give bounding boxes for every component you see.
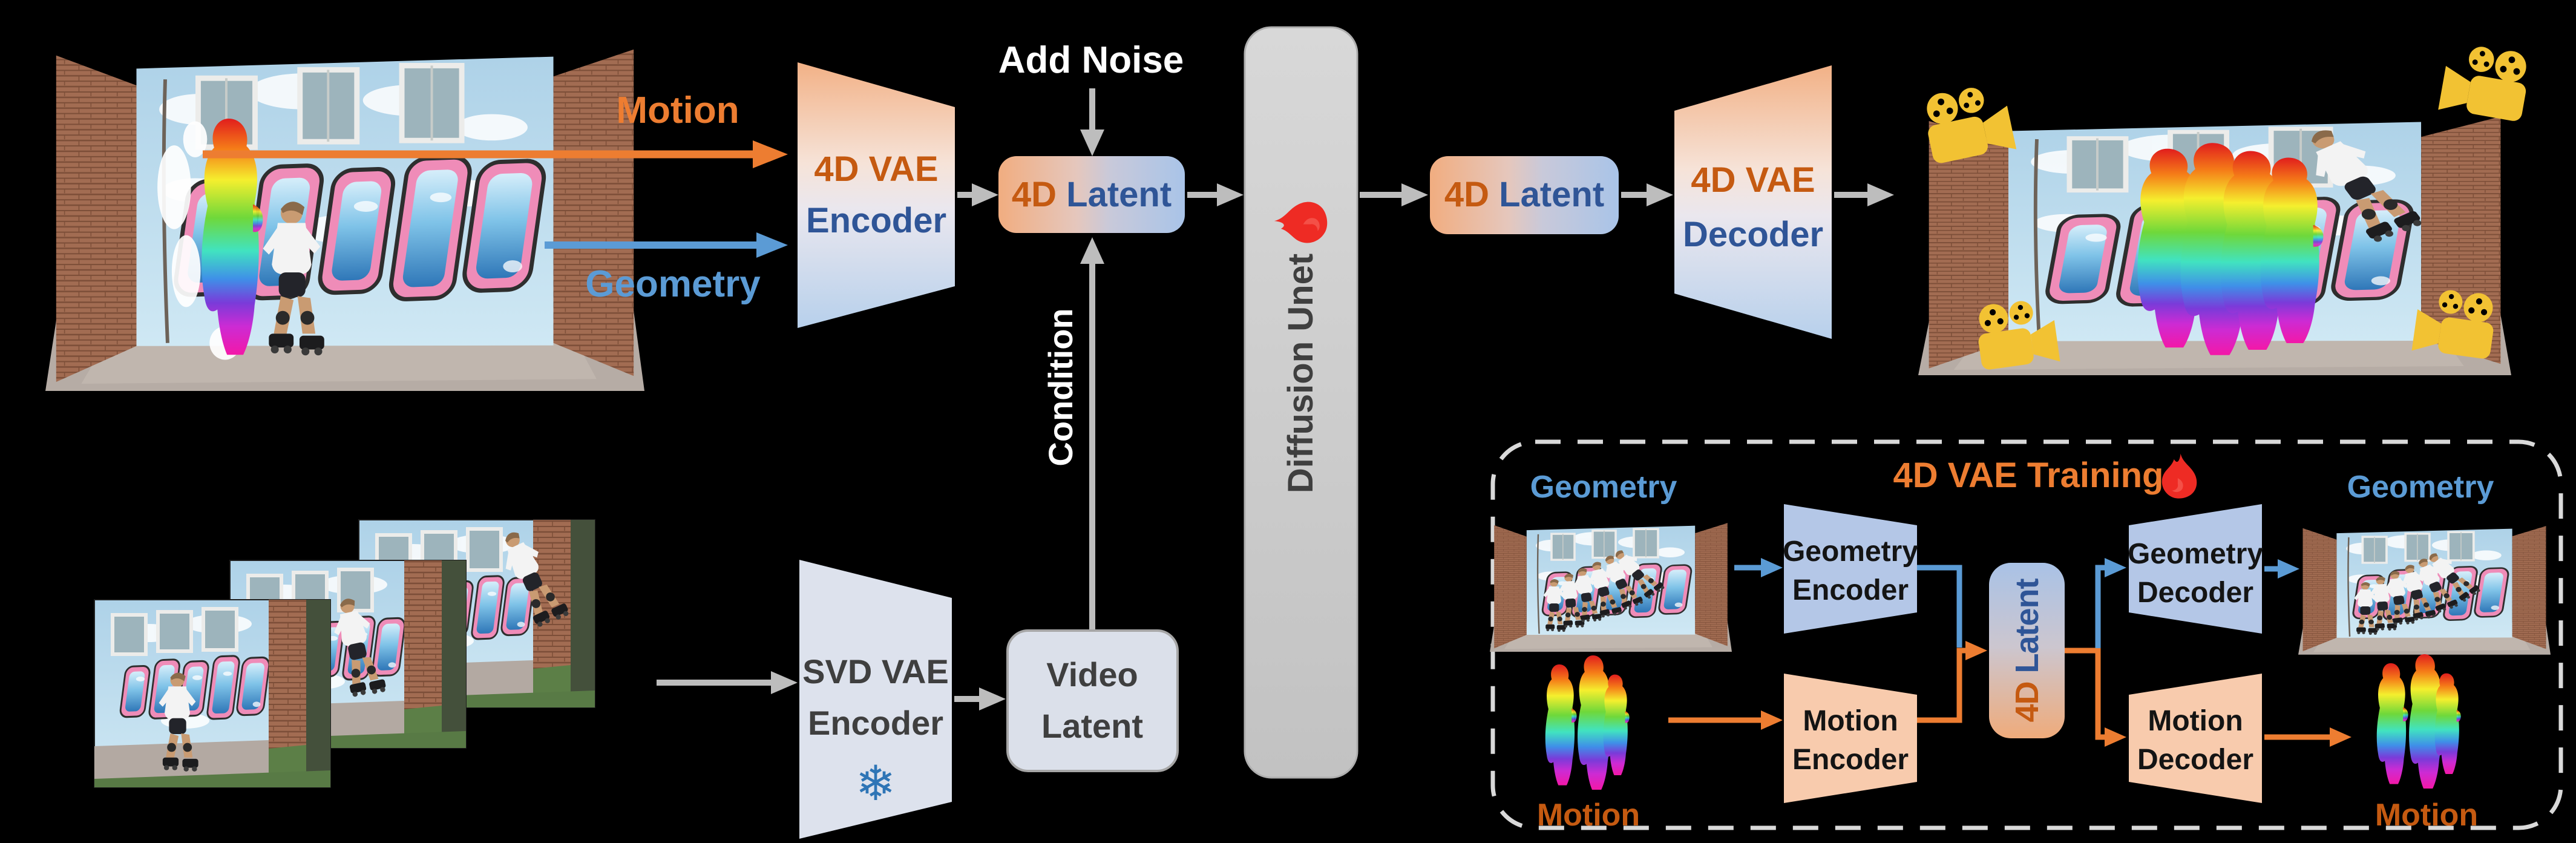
training-motion-output-figure [2377, 654, 2461, 789]
motion-encoder-block [1784, 674, 1917, 803]
condition-arrow [1080, 237, 1104, 629]
motion-label-top: Motion [616, 90, 739, 131]
training-latent-latent: Latent [2009, 579, 2045, 674]
camera-icon-top-right [2438, 40, 2533, 125]
training-motion-output-label: Motion [2374, 798, 2479, 833]
svd-to-video-latent-arrow [954, 687, 1006, 710]
motion-in-arrow [1668, 710, 1783, 730]
geometry-encoder-label-line2: Encoder [1792, 574, 1909, 606]
vae-encoder-block [798, 62, 955, 328]
svd-encoder-block [799, 560, 952, 839]
svd-encoder-label-line1: SVD VAE [802, 652, 949, 690]
video-frame-1 [94, 600, 330, 787]
motion-encoder-label-line1: Motion [1803, 705, 1898, 737]
video-latent-label-line1: Video [1046, 655, 1138, 694]
frames-to-svd-arrow [657, 671, 798, 694]
latent-out-latent: Latent [1499, 175, 1605, 214]
geometry-encoder-block [1784, 504, 1917, 634]
geometry-encoder-label-line1: Geometry [1782, 536, 1919, 568]
training-latent-box [1989, 563, 2065, 738]
input-4d-scene-image [45, 50, 644, 391]
geometry-arrow [545, 232, 788, 258]
latent-in-4d: 4D [1011, 175, 1057, 214]
split-orange-arrow [2065, 648, 2126, 747]
fire-icon-training [2161, 453, 2197, 499]
diffusion-unet-bar [1244, 26, 1358, 779]
latent-out-label: 4D Latent [1444, 177, 1604, 212]
motion-decoder-label-line2: Decoder [2137, 744, 2254, 776]
encoder-to-latent-arrow [957, 183, 998, 206]
video-latent-label-line2: Latent [1041, 707, 1143, 745]
geometry-decoder-block [2129, 504, 2262, 634]
geometry-decoder-label-line1: Geometry [2127, 538, 2264, 570]
training-geometry-output-image [2298, 526, 2551, 655]
latent-in-latent: Latent [1066, 175, 1172, 214]
training-title: 4D VAE Training [1893, 456, 2164, 495]
add-noise-arrow [1080, 88, 1104, 156]
training-box-border [1490, 439, 2563, 830]
geometry-in-arrow [1734, 558, 1783, 577]
vae-decoder-block [1674, 65, 1832, 339]
training-latent-4d: 4D [2009, 681, 2045, 723]
add-noise-label: Add Noise [998, 39, 1184, 81]
training-latent-label: 4D Latent [2009, 579, 2045, 723]
vae-decoder-label-line1: 4D VAE [1691, 160, 1815, 200]
geometry-label-top: Geometry [585, 263, 761, 305]
training-geometry-input-image [1490, 523, 1732, 652]
motion-out-arrow [2264, 727, 2352, 747]
latent-to-unet-arrow [1187, 183, 1244, 206]
svd-encoder-label-line2: Encoder [807, 704, 944, 742]
latent-out-4d: 4D [1444, 175, 1490, 214]
training-geometry-output-label: Geometry [2347, 470, 2494, 505]
geometry-out-arrow [2264, 559, 2299, 579]
diffusion-unet-label: Diffusion Unet [1281, 253, 1320, 494]
merge-blue-line [1917, 565, 1962, 648]
motion-decoder-block [2129, 674, 2262, 803]
training-geometry-input-label: Geometry [1530, 470, 1677, 505]
merge-orange-arrow [1917, 641, 1987, 723]
condition-label: Condition [1041, 308, 1080, 467]
motion-encoder-label-line2: Encoder [1792, 744, 1909, 776]
latent-out-box [1430, 156, 1619, 234]
video-latent-box [1006, 629, 1179, 772]
latent-to-decoder-arrow [1621, 183, 1673, 206]
unet-to-latent-arrow [1360, 183, 1428, 206]
vae-encoder-label-line1: 4D VAE [814, 149, 939, 189]
vae-decoder-label-line2: Decoder [1682, 215, 1824, 254]
split-blue-arrow [2095, 558, 2126, 648]
motion-decoder-label-line1: Motion [2148, 705, 2243, 737]
training-motion-input-figure [1545, 655, 1630, 790]
vae-encoder-label-line2: Encoder [805, 201, 947, 240]
latent-in-label: 4D Latent [1012, 177, 1172, 212]
decoder-to-output-arrow [1834, 183, 1894, 206]
training-motion-input-label: Motion [1536, 798, 1640, 833]
motion-arrow [203, 140, 788, 168]
geometry-decoder-label-line2: Decoder [2137, 577, 2254, 609]
snowflake-icon: ❄ [855, 756, 896, 810]
latent-in-box [998, 156, 1185, 233]
